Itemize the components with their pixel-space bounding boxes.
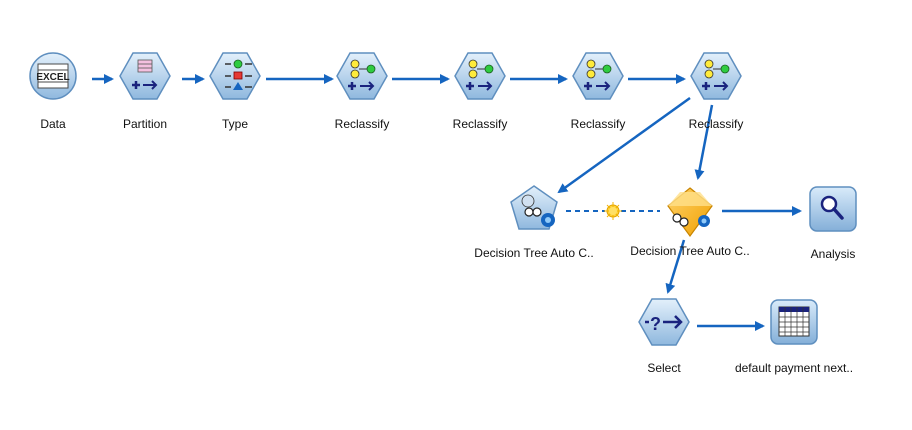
reclassify-icon <box>454 52 506 100</box>
node-analysis[interactable] <box>809 186 857 232</box>
reclassify-icon <box>336 52 388 100</box>
node-table[interactable] <box>770 299 818 345</box>
link-dtnugget-select <box>665 239 686 294</box>
model-link <box>566 202 660 220</box>
model-link-star-icon <box>604 202 622 220</box>
node-label-table: default payment next.. <box>734 361 854 375</box>
node-decision-tree-nugget[interactable] <box>667 187 713 238</box>
link-reclassify4-dtnugget <box>694 104 714 180</box>
connection-links <box>92 74 802 331</box>
node-reclassify-4[interactable] <box>690 52 742 100</box>
partition-icon <box>119 52 171 100</box>
node-reclassify-1[interactable] <box>336 52 388 100</box>
node-reclassify-3[interactable] <box>572 52 624 100</box>
node-decision-tree-builder[interactable] <box>510 185 558 230</box>
link-reclassify4-dtbuilder <box>557 96 691 194</box>
node-label-reclassify-2: Reclassify <box>452 117 508 131</box>
reclassify-icon <box>690 52 742 100</box>
node-select[interactable]: ? <box>638 298 690 346</box>
node-label-type: Type <box>221 117 249 131</box>
node-reclassify-2[interactable] <box>454 52 506 100</box>
node-partition[interactable] <box>119 52 171 100</box>
node-label-select: Select <box>647 361 681 375</box>
node-label-data: Data <box>40 117 66 131</box>
node-type[interactable] <box>209 52 261 100</box>
svg-text:EXCEL: EXCEL <box>36 72 69 83</box>
node-label-reclassify-3: Reclassify <box>570 117 626 131</box>
node-label-dt-nugget: Decision Tree Auto C.. <box>630 244 750 258</box>
reclassify-icon <box>572 52 624 100</box>
node-label-reclassify-4: Reclassify <box>688 117 744 131</box>
node-label-partition: Partition <box>122 117 168 131</box>
node-data[interactable]: EXCEL <box>29 52 77 100</box>
node-label-analysis: Analysis <box>810 247 856 261</box>
node-label-dt-builder: Decision Tree Auto C.. <box>474 246 594 260</box>
svg-text:?: ? <box>650 314 661 334</box>
node-label-reclassify-1: Reclassify <box>334 117 390 131</box>
